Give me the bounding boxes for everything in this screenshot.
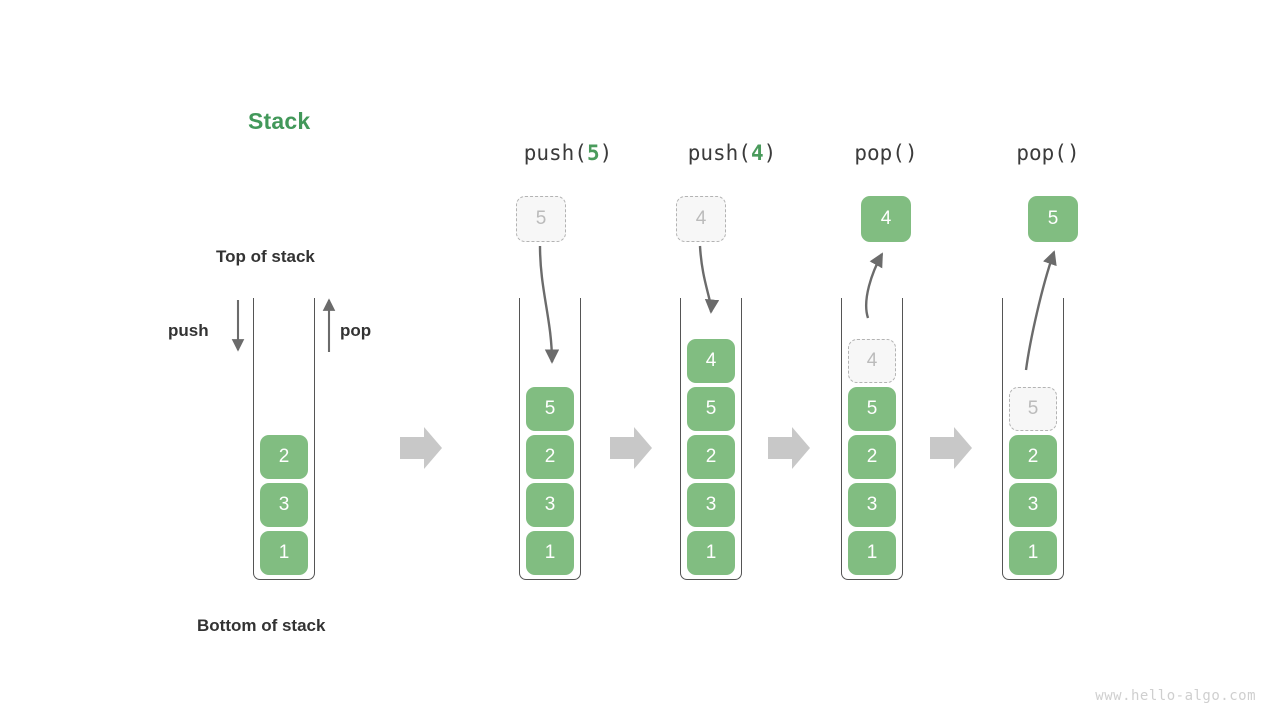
stack-cell: 3: [1009, 483, 1057, 527]
top-of-stack-label: Top of stack: [216, 247, 315, 266]
floating-box-push-5: 5: [516, 196, 566, 242]
stack-container-outline: [1002, 298, 1064, 580]
stack-cell: 1: [1009, 531, 1057, 575]
op-suffix: ): [904, 141, 918, 165]
stack-after-push-4: 1 3 2 5 4: [680, 298, 742, 580]
stack-cell: 1: [848, 531, 896, 575]
stack-container-outline: [680, 298, 742, 580]
stack-container-outline: [253, 298, 315, 580]
stack-cells: 1 3 2 5: [1002, 387, 1064, 575]
floating-box-pop-4: 4: [861, 196, 911, 242]
op-label-pop-2: pop(): [968, 141, 1128, 165]
stack-cell: 3: [848, 483, 896, 527]
page-title: Stack: [248, 108, 311, 134]
stack-container-outline: [841, 298, 903, 580]
floating-box-pop-5: 5: [1028, 196, 1078, 242]
stack-pop-step-2: 1 3 2 5: [1002, 298, 1064, 580]
stack-cell-removed: 5: [1009, 387, 1057, 431]
stack-cell: 4: [687, 339, 735, 383]
op-prefix: pop(: [854, 141, 905, 165]
stack-cell: 5: [526, 387, 574, 431]
flow-arrow-2: [610, 427, 652, 469]
watermark: www.hello-algo.com: [1095, 688, 1256, 704]
flow-arrow-3: [768, 427, 810, 469]
op-label-pop-1: pop(): [806, 141, 966, 165]
bottom-of-stack-label: Bottom of stack: [197, 616, 326, 635]
stack-pop-step-1: 1 3 2 5 4: [841, 298, 903, 580]
stack-cell: 3: [260, 483, 308, 527]
op-prefix: push(: [687, 141, 751, 165]
stack-container-outline: [519, 298, 581, 580]
stack-cells: 1 3 2: [253, 435, 315, 575]
stack-cell: 1: [260, 531, 308, 575]
stack-cell: 2: [848, 435, 896, 479]
stack-after-push-5: 1 3 2 5: [519, 298, 581, 580]
op-prefix: push(: [523, 141, 587, 165]
op-prefix: pop(: [1016, 141, 1067, 165]
stack-cells: 1 3 2 5 4: [841, 339, 903, 575]
op-label-push-5: push(5): [488, 141, 648, 165]
stack-cell: 3: [687, 483, 735, 527]
stack-cells: 1 3 2 5 4: [680, 339, 742, 575]
op-suffix: ): [1066, 141, 1080, 165]
op-arg: 4: [750, 141, 764, 165]
stack-cell-removed: 4: [848, 339, 896, 383]
stack-cell: 3: [526, 483, 574, 527]
stack-cells: 1 3 2 5: [519, 387, 581, 575]
pop-label: pop: [340, 321, 372, 340]
stack-cell: 5: [848, 387, 896, 431]
op-arg: 5: [586, 141, 600, 165]
op-suffix: ): [599, 141, 613, 165]
stack-cell: 2: [687, 435, 735, 479]
stack-cell: 2: [1009, 435, 1057, 479]
op-label-push-4: push(4): [652, 141, 812, 165]
stack-cell: 2: [526, 435, 574, 479]
stack-cell: 2: [260, 435, 308, 479]
stack-cell: 1: [526, 531, 574, 575]
op-suffix: ): [763, 141, 777, 165]
stack-initial: 1 3 2: [253, 298, 315, 580]
flow-arrow-4: [930, 427, 972, 469]
floating-box-push-4: 4: [676, 196, 726, 242]
stack-cell: 5: [687, 387, 735, 431]
flow-arrow-1: [400, 427, 442, 469]
push-label: push: [168, 321, 209, 340]
stack-cell: 1: [687, 531, 735, 575]
